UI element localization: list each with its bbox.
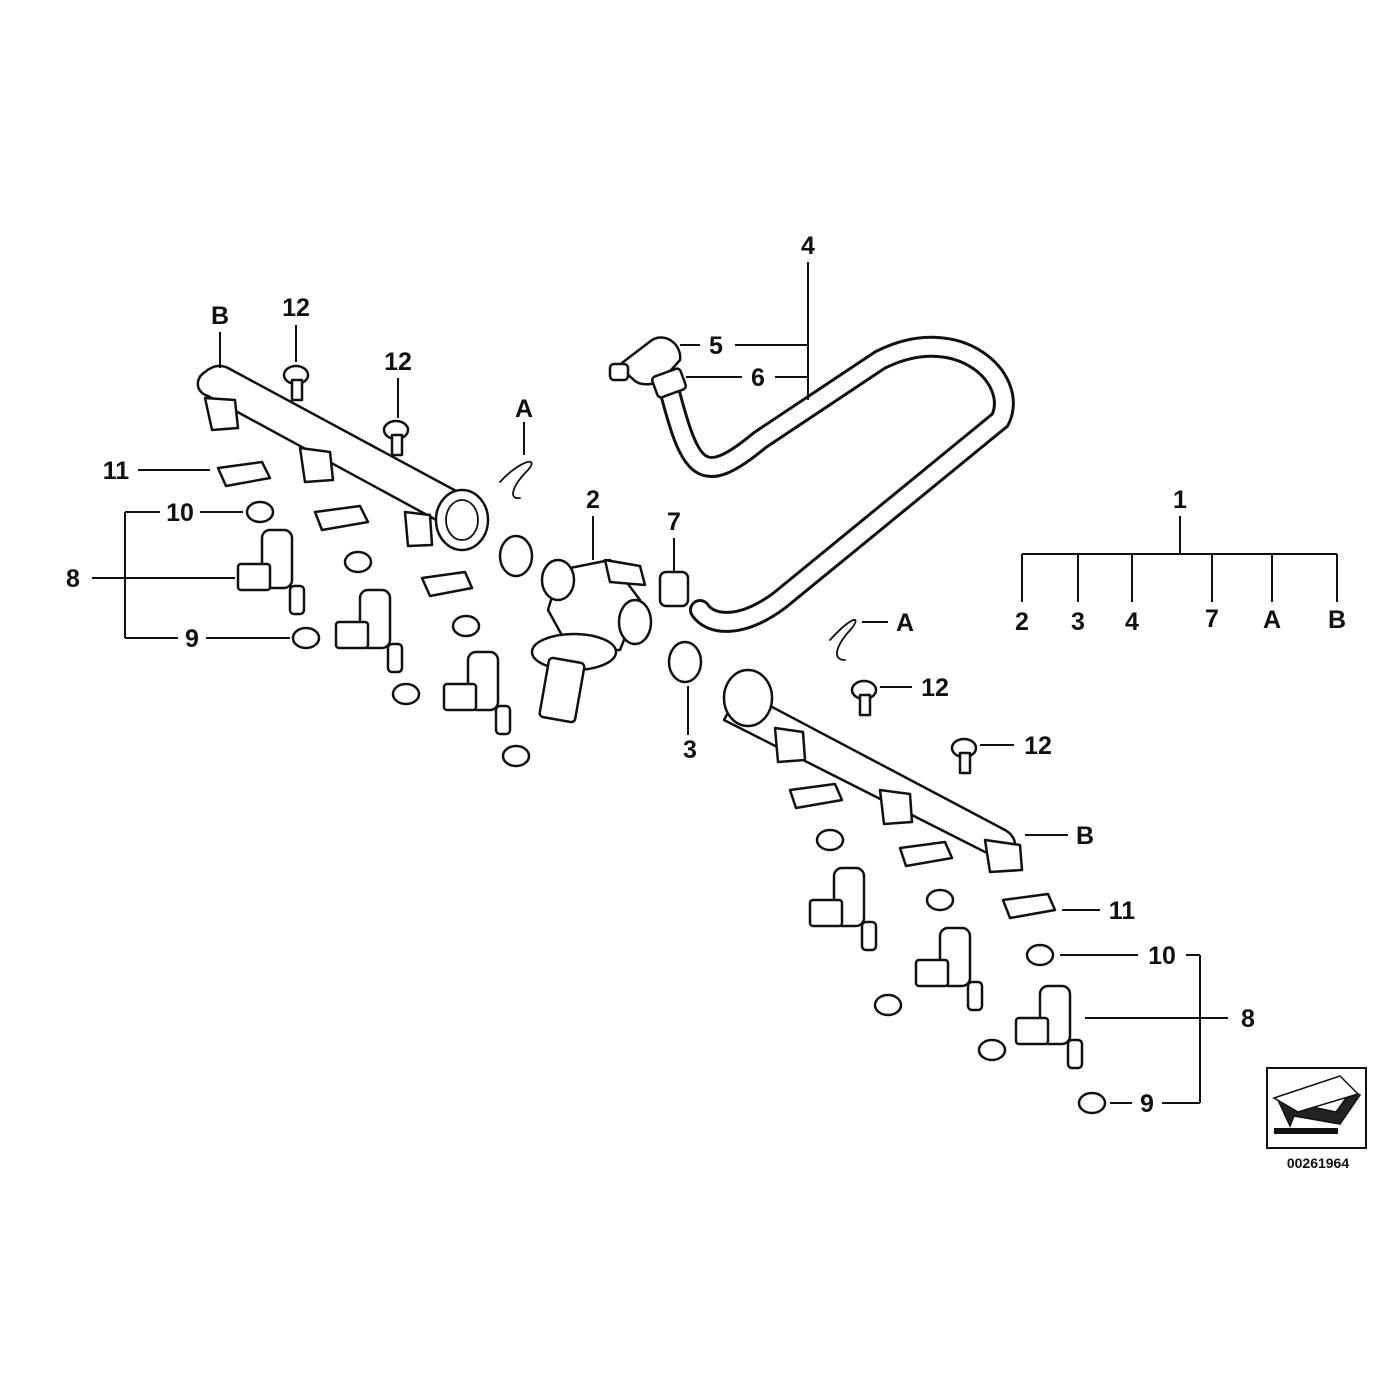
- drawing-number: 00261964: [1287, 1155, 1350, 1171]
- left-fuel-rail[interactable]: [196, 364, 490, 552]
- fuel-injector-right-group[interactable]: [808, 866, 1084, 1070]
- callout-9-right: 9: [1140, 1090, 1154, 1118]
- fuel-hose[interactable]: [657, 336, 1015, 633]
- right-fuel-rail[interactable]: [722, 668, 1024, 874]
- orientation-arrow-icon: [1266, 1067, 1367, 1149]
- callout-labels: B 12 12 A 11 10 8 9 2 7 3 4 5 6 A 12 12 …: [66, 232, 1346, 1118]
- callout-11-right: 11: [1109, 897, 1136, 925]
- callout-b-left: B: [211, 302, 229, 330]
- callout-a-right: A: [896, 609, 914, 637]
- callout-12-b: 12: [384, 348, 412, 376]
- leader-lines: [92, 262, 1338, 1104]
- retaining-clip-7[interactable]: [658, 570, 690, 608]
- kit-item-label: A: [1263, 606, 1281, 634]
- screw-12-d[interactable]: [950, 737, 978, 775]
- callout-4: 4: [801, 232, 815, 260]
- callout-b-right: B: [1076, 822, 1094, 850]
- hose-clamp[interactable]: [651, 367, 687, 399]
- o-ring-3-right[interactable]: [667, 640, 703, 684]
- callout-10-right: 10: [1148, 942, 1176, 970]
- kit-item-label: 3: [1071, 608, 1085, 636]
- kit-item-label: B: [1328, 606, 1346, 634]
- kit-item-label: 4: [1125, 608, 1139, 636]
- seal-rings-right[interactable]: [815, 828, 1107, 1115]
- seal-rings-left[interactable]: [245, 500, 531, 768]
- callout-5: 5: [709, 332, 723, 360]
- callout-8-right: 8: [1241, 1005, 1255, 1033]
- injector-clip-right[interactable]: [788, 782, 1057, 920]
- kit-parent-label: 1: [1173, 486, 1187, 514]
- clip-a-right[interactable]: [829, 618, 857, 661]
- callout-6: 6: [751, 364, 765, 392]
- kit-item-label: 7: [1205, 605, 1219, 633]
- callout-3: 3: [683, 736, 697, 764]
- callout-a-top: A: [515, 395, 533, 423]
- callout-12-d: 12: [1024, 732, 1052, 760]
- callout-11-left: 11: [103, 457, 130, 485]
- injector-clip-left[interactable]: [216, 460, 474, 598]
- pressure-regulator[interactable]: [530, 558, 653, 724]
- callout-12-c: 12: [921, 674, 949, 702]
- o-ring-3-left[interactable]: [498, 534, 534, 578]
- callout-9-left: 9: [185, 625, 199, 653]
- screw-12-a[interactable]: [282, 364, 310, 402]
- callout-8-left: 8: [66, 565, 80, 593]
- kit-item-label: 2: [1015, 608, 1029, 636]
- fuel-injector-left-group[interactable]: [236, 528, 512, 736]
- clip-a-top[interactable]: [499, 461, 533, 499]
- screw-12-b[interactable]: [382, 419, 410, 457]
- callout-7: 7: [667, 508, 681, 536]
- callout-2: 2: [586, 486, 600, 514]
- callout-12-a: 12: [282, 294, 310, 322]
- screw-12-c[interactable]: [850, 679, 878, 717]
- callout-10-left: 10: [166, 499, 194, 527]
